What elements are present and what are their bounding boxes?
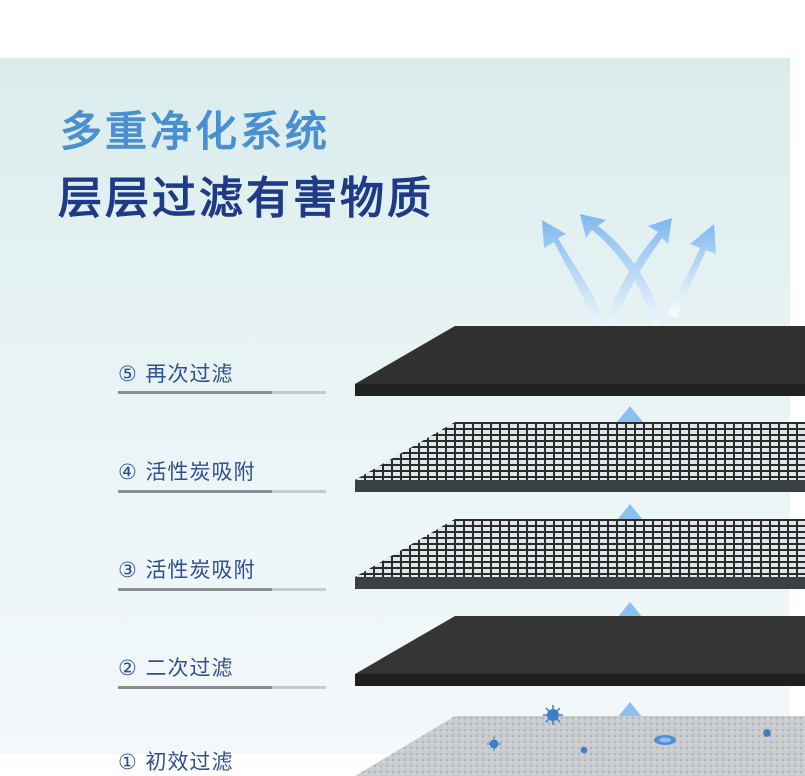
filter-layer-3-mesh [355, 519, 805, 589]
label-underline-2 [118, 686, 326, 689]
filter-layer-4-mesh [355, 422, 805, 492]
layer-label-2: ② 二次过滤 [118, 656, 234, 680]
virus-particle-icon [654, 735, 676, 745]
filter-layer-1-foam [355, 716, 805, 776]
headline-primary: 多重净化系统 [60, 107, 331, 156]
label-underline-4 [118, 490, 326, 493]
virus-particle-icon [486, 736, 502, 752]
top-white-strip [0, 0, 790, 58]
label-underline-3 [118, 588, 326, 591]
virus-particle-icon [543, 705, 563, 725]
filter-layer-5-solid [355, 326, 805, 396]
virus-particle-icon [763, 729, 771, 737]
filter-layer-2-solid [355, 616, 805, 686]
layer-label-3: ③ 活性炭吸附 [118, 558, 256, 582]
layer-label-1: ① 初效过滤 [118, 750, 234, 774]
airflow-arrows-icon [542, 214, 716, 342]
filter-system-panel: 多重净化系统 层层过滤有害物质 ⑤ 再次过滤 ④ 活性炭吸附 [0, 58, 805, 776]
headline-secondary: 层层过滤有害物质 [58, 173, 434, 224]
virus-particle-icon [580, 746, 588, 754]
layer-label-4: ④ 活性炭吸附 [118, 460, 256, 484]
layer-label-5: ⑤ 再次过滤 [118, 362, 234, 386]
label-underline-5 [118, 391, 326, 394]
